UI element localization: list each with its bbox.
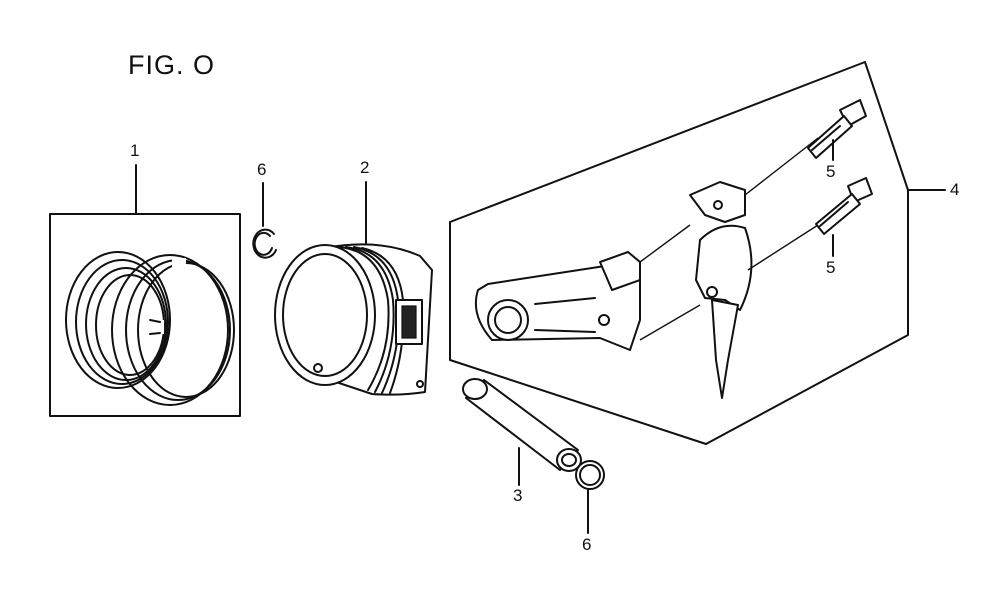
piston-rings-box <box>49 213 241 417</box>
piston-pin <box>462 378 582 486</box>
bolt-lower <box>815 177 873 257</box>
callout-bolt-lower: 5 <box>826 258 836 277</box>
callout-clip-upper: 6 <box>257 160 267 179</box>
figure-title: FIG. O <box>128 50 215 80</box>
bolt-upper <box>807 99 867 161</box>
callout-piston-pin: 3 <box>513 486 523 505</box>
piston-rings <box>49 164 241 417</box>
clip-upper <box>252 182 277 259</box>
connecting-rod-assembly <box>449 61 946 445</box>
connecting-rod-outline <box>449 61 909 445</box>
callout-piston: 2 <box>360 158 370 177</box>
callout-piston-rings: 1 <box>130 141 140 160</box>
callout-connecting-rod: 4 <box>950 180 960 199</box>
piston <box>274 181 433 396</box>
clip-lower <box>575 460 605 534</box>
callout-clip-lower: 6 <box>582 535 592 554</box>
callout-bolt-upper: 5 <box>826 162 836 181</box>
